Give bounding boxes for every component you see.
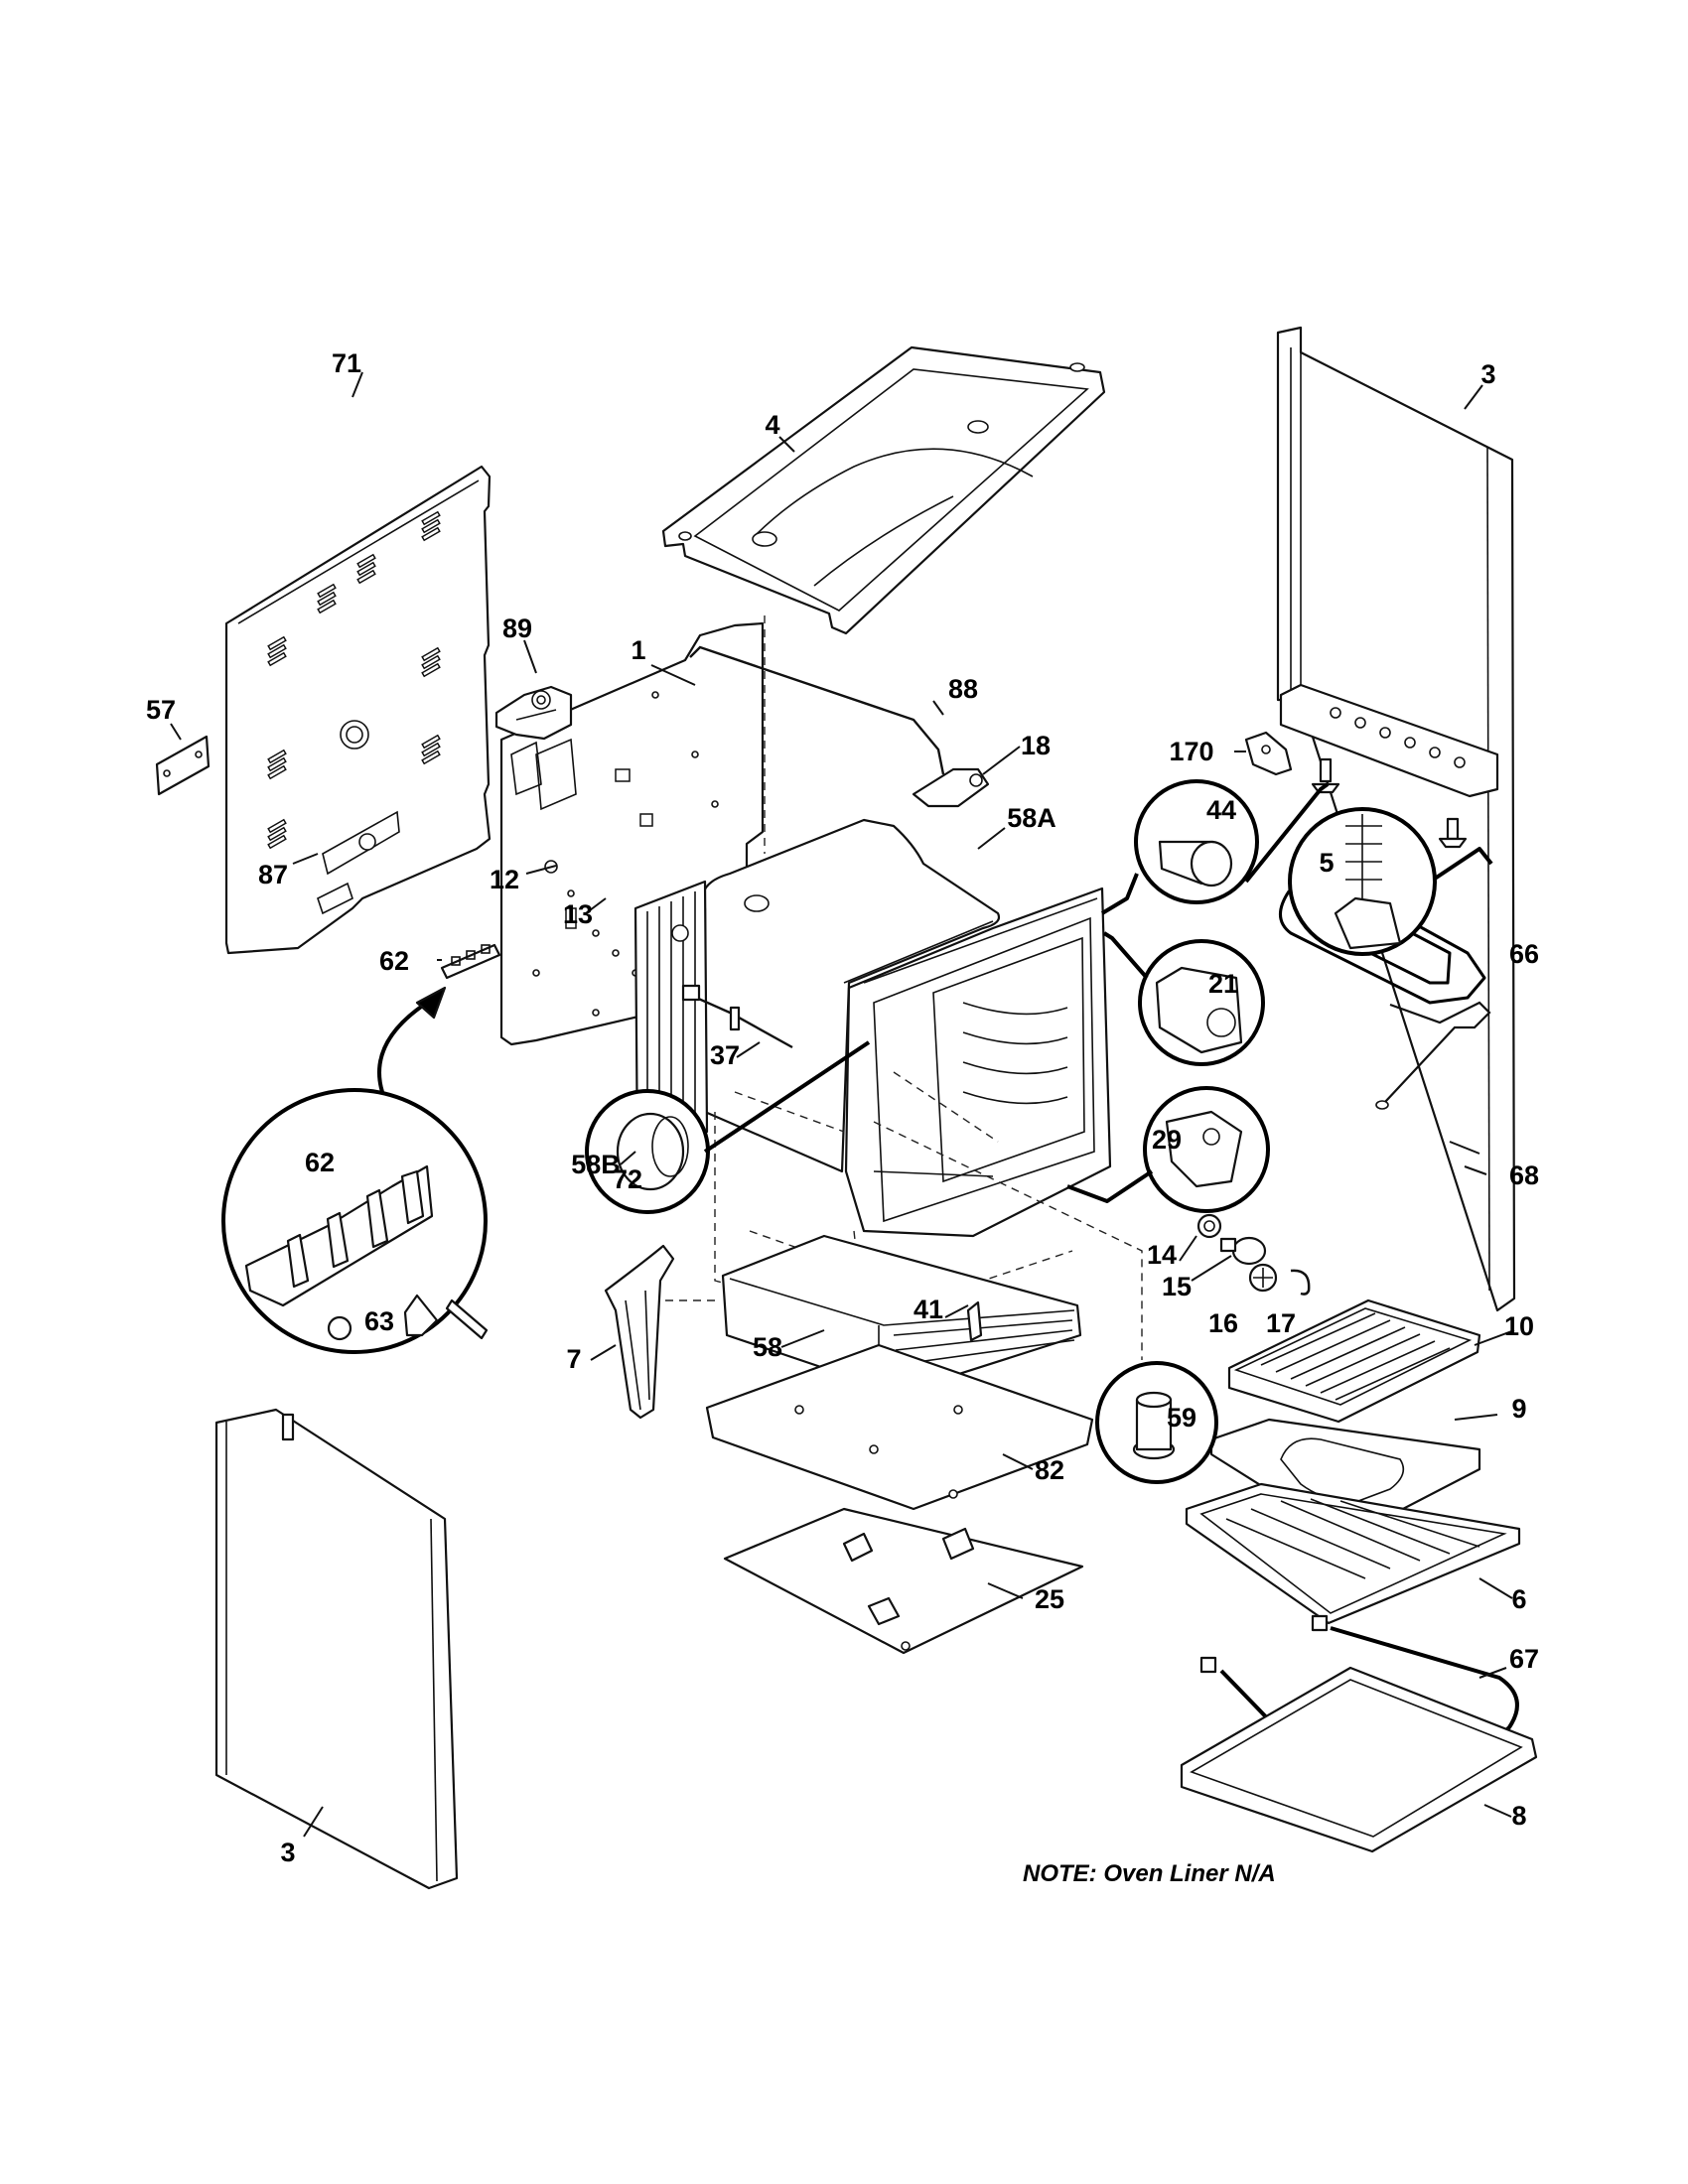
lamp-receptacle (1196, 1213, 1222, 1239)
label-part-16: 16 (1208, 1308, 1238, 1338)
label-part-21: 21 (1208, 969, 1238, 999)
label-part-10: 10 (1504, 1311, 1534, 1341)
label-part-8: 8 (1511, 1801, 1526, 1831)
label-part-6: 6 (1511, 1584, 1526, 1614)
label-part-57: 57 (146, 695, 176, 725)
left-side-panel (214, 1408, 459, 1890)
label-part-17: 17 (1266, 1308, 1296, 1338)
callout-circle-62 (221, 986, 489, 1354)
label-part-12: 12 (490, 865, 519, 894)
door-latch (912, 767, 990, 808)
callout-circle-5 (1244, 782, 1493, 956)
label-part-68: 68 (1509, 1160, 1539, 1190)
label-part-18: 18 (1021, 731, 1051, 760)
wire (1375, 1001, 1491, 1110)
label-part-4: 4 (765, 410, 779, 440)
drip-pan (1180, 1666, 1538, 1853)
label-part-5: 5 (1319, 848, 1334, 878)
label-part-71: 71 (332, 348, 361, 378)
label-part-72: 72 (613, 1164, 642, 1194)
label-part-59: 59 (1167, 1403, 1196, 1433)
label-part-7: 7 (566, 1344, 581, 1374)
oven-cavity (844, 887, 1112, 1238)
label-part-1: 1 (631, 635, 645, 665)
vent-slots (267, 510, 441, 850)
oven-rack (1185, 1482, 1521, 1625)
label-part-58a: 58A (1007, 803, 1056, 833)
label-part-89: 89 (502, 614, 532, 643)
label-part-170: 170 (1169, 737, 1213, 766)
oven-insulation-top (701, 818, 1001, 1173)
top-panel (661, 345, 1106, 635)
label-part-29: 29 (1152, 1125, 1182, 1155)
leveler-bracket (1244, 731, 1293, 776)
oven-bottom-panel (705, 1343, 1094, 1511)
label-part-3-right: 3 (1480, 359, 1495, 389)
label-part-67: 67 (1509, 1644, 1539, 1674)
label-part-62-top: 62 (379, 946, 409, 976)
label-part-25: 25 (1035, 1584, 1064, 1614)
callout-circle-29 (1066, 1086, 1270, 1213)
callout-circle-44 (1100, 779, 1259, 915)
leader-lines (170, 371, 1515, 1838)
side-trim (604, 1244, 675, 1420)
callout-circle-72 (585, 1040, 871, 1214)
lamp-lens (1248, 1263, 1278, 1293)
latch-rod (689, 645, 945, 775)
clip (966, 1300, 983, 1342)
lock-bracket (494, 685, 573, 741)
lamp-clip (1290, 1269, 1311, 1296)
light-bulb (1219, 1236, 1267, 1266)
label-part-41: 41 (914, 1295, 943, 1324)
leveling-leg (1311, 757, 1468, 849)
oven-liner-note: NOTE: Oven Liner N/A (1023, 1860, 1276, 1887)
callout-circle-59 (1095, 1361, 1218, 1484)
label-part-3-left: 3 (280, 1838, 295, 1867)
label-part-14: 14 (1147, 1240, 1177, 1270)
rear-panel (224, 465, 492, 955)
access-plate (155, 735, 211, 796)
drawer-bottom (723, 1507, 1084, 1655)
bottom-insulation (721, 1234, 1082, 1397)
label-part-58: 58 (753, 1332, 782, 1362)
oven-sensor (681, 984, 793, 1049)
label-part-82: 82 (1035, 1455, 1064, 1485)
label-part-58b: 58B (571, 1150, 621, 1179)
label-part-9: 9 (1511, 1394, 1526, 1424)
label-part-62-detail: 62 (305, 1148, 335, 1177)
label-part-13: 13 (563, 899, 593, 929)
label-part-37: 37 (710, 1040, 740, 1070)
terminal-block (440, 943, 501, 980)
label-part-66: 66 (1509, 939, 1539, 969)
label-part-15: 15 (1162, 1272, 1192, 1301)
broiler-pan-insert (1227, 1298, 1481, 1424)
label-part-44: 44 (1206, 795, 1236, 825)
callout-circle-21 (1102, 931, 1265, 1066)
label-part-88: 88 (948, 674, 978, 704)
label-part-63: 63 (364, 1306, 394, 1336)
label-part-87: 87 (258, 860, 288, 889)
part-labels: 4 3 71 57 89 1 88 18 58A 170 44 5 87 12 … (146, 348, 1539, 1867)
